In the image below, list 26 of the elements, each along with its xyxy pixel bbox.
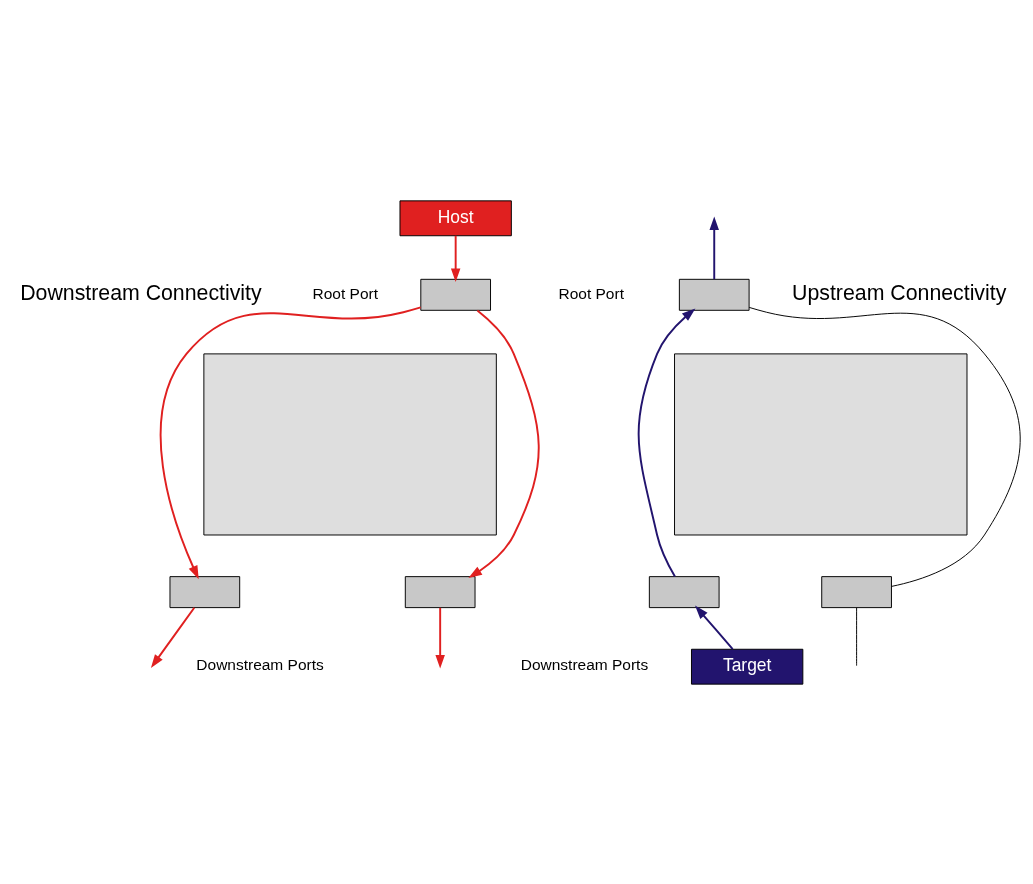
arrow	[150, 606, 196, 668]
arrow	[159, 305, 422, 579]
node-box	[420, 278, 491, 311]
node-box	[648, 575, 720, 608]
node-box	[821, 575, 892, 608]
node-box	[404, 575, 476, 608]
label: Root Port	[558, 283, 624, 301]
arrow	[709, 215, 719, 280]
connector	[856, 606, 858, 666]
arrow	[468, 309, 540, 578]
arrow	[637, 308, 696, 578]
label: Upstream Connectivity	[792, 280, 1007, 305]
node-box	[169, 575, 241, 608]
arrow	[435, 606, 445, 669]
label: Downstream Ports	[520, 655, 649, 673]
arrow	[450, 234, 461, 282]
node-box: Target	[691, 648, 804, 685]
connector	[748, 306, 1021, 587]
arrow	[695, 605, 734, 650]
label: Downstream Connectivity	[20, 280, 262, 305]
node-box: Host	[399, 199, 512, 236]
node-box	[678, 278, 750, 311]
label: Downstream Ports	[196, 655, 324, 673]
node-box	[674, 352, 968, 535]
label: Root Port	[312, 283, 378, 301]
node-box	[203, 352, 497, 535]
